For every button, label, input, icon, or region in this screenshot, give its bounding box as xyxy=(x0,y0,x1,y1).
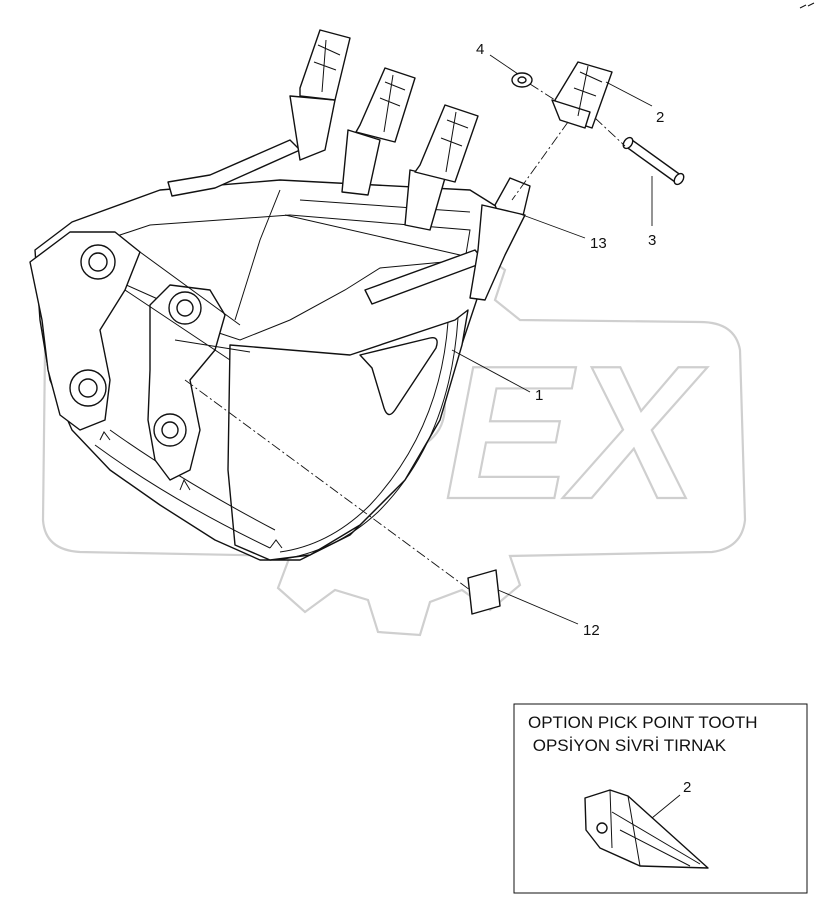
inset-option-box: OPTION PICK POINT TOOTH OPSİYON SİVRİ TI… xyxy=(513,703,808,894)
pin-part-3-end xyxy=(622,136,634,150)
callout-2: 2 xyxy=(656,109,664,126)
assembly-line-plate xyxy=(184,379,471,591)
tooth-part-2-ribs xyxy=(573,65,603,117)
leader-13 xyxy=(519,213,586,239)
tooth-2-adapter xyxy=(341,129,381,196)
bucket-side-cutout xyxy=(359,337,438,416)
plate-part-12 xyxy=(467,569,501,615)
bucket-shell-edge-2 xyxy=(277,317,459,561)
callout-12: 12 xyxy=(583,622,600,639)
pick-point-tooth-pin-hole xyxy=(596,822,608,834)
corner-adapter xyxy=(469,204,526,301)
leader-2 xyxy=(605,81,653,107)
leader-1 xyxy=(451,349,531,393)
assembly-lines xyxy=(184,83,626,591)
tooth-2 xyxy=(355,67,416,143)
assembly-line-washer xyxy=(529,83,556,101)
callout-1: 1 xyxy=(535,387,543,404)
tooth-3 xyxy=(414,104,479,183)
tooth-1-ribs xyxy=(313,39,341,93)
inset-leader-2 xyxy=(651,794,681,819)
bucket-back-wall xyxy=(234,189,471,321)
assembly-line-tooth xyxy=(511,121,569,201)
callouts: 4 2 3 13 1 12 xyxy=(476,41,664,639)
link-plate-outer xyxy=(29,231,141,431)
link-bore-inner-lower-core xyxy=(161,421,179,439)
bucket-body xyxy=(34,139,511,561)
callout-3: 3 xyxy=(648,232,656,249)
tooth-2-ribs xyxy=(379,74,406,133)
bucket-teeth xyxy=(289,29,531,301)
link-bore-upper-inner xyxy=(88,252,108,272)
callout-4: 4 xyxy=(476,41,484,58)
leader-4 xyxy=(489,54,519,75)
bucket-wear-strip-1 xyxy=(94,429,276,549)
leader-lines xyxy=(451,54,653,625)
inset-title-tr: OPSİYON SİVRİ TIRNAK xyxy=(528,736,727,755)
washer-part-4-hole xyxy=(517,76,527,84)
link-lugs xyxy=(99,431,283,549)
link-bore-inner-upper-core xyxy=(176,299,194,317)
assembly-line-pin xyxy=(594,117,626,147)
bucket-link-plates xyxy=(29,231,283,549)
link-cross-bar xyxy=(124,251,251,361)
bucket-shell-edge xyxy=(279,321,449,553)
tooth-3-ribs xyxy=(440,111,469,173)
inset-callout-2: 2 xyxy=(683,779,691,796)
pick-point-tooth-face xyxy=(609,789,701,867)
pin-part-3-tip xyxy=(673,172,685,186)
tooth-1 xyxy=(299,29,351,101)
tooth-part-2-base xyxy=(551,99,591,129)
leader-12 xyxy=(497,589,579,625)
corner-marks xyxy=(799,2,815,9)
callout-13: 13 xyxy=(590,235,607,252)
link-bore-lower-inner xyxy=(78,378,98,398)
exploded-parts xyxy=(511,61,685,186)
inset-title-en: OPTION PICK POINT TOOTH xyxy=(528,713,758,732)
pick-point-tooth xyxy=(584,789,709,869)
pin-part-3 xyxy=(624,139,683,183)
